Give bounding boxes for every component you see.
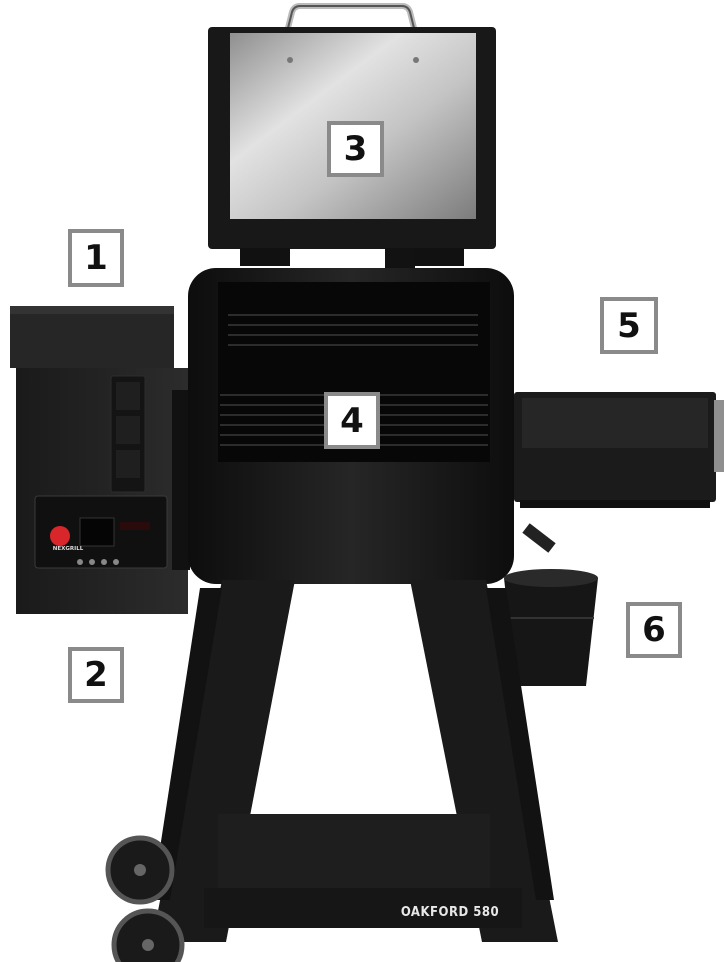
lid-handle <box>288 6 414 28</box>
callout-2: 2 <box>68 647 124 703</box>
grease-bucket <box>504 528 598 686</box>
control-display <box>80 518 114 546</box>
callout-6: 6 <box>626 602 682 658</box>
brand-label: NEXGRILL <box>43 546 93 552</box>
callout-4: 4 <box>324 392 380 449</box>
side-shelf <box>514 392 724 508</box>
callout-5: 5 <box>600 297 658 354</box>
callout-3: 3 <box>327 121 384 177</box>
callout-1: 1 <box>68 229 124 287</box>
power-button <box>50 526 70 546</box>
grill-legs <box>152 580 558 942</box>
model-label: OAKFORD 580 <box>392 905 508 920</box>
bottom-shelf <box>218 814 490 894</box>
control-panel <box>35 496 167 568</box>
